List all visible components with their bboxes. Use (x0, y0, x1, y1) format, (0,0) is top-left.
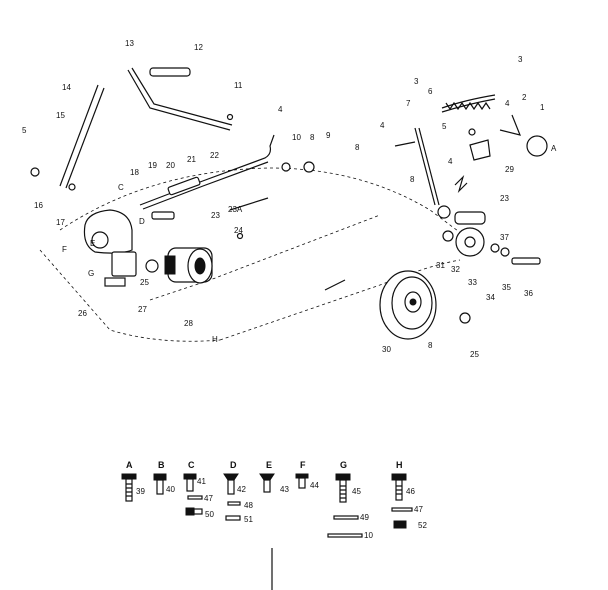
callout-27: 27 (138, 305, 147, 314)
callout-9: 9 (326, 131, 331, 140)
callout-24: 24 (234, 226, 243, 235)
callout-5: 5 (22, 126, 27, 135)
hardware-letter-h: H (396, 460, 403, 470)
callout-3b: 3 (414, 77, 419, 86)
callout-4b: 4 (380, 121, 385, 130)
bolt-g (327, 473, 363, 538)
callout-2: 2 (522, 93, 527, 102)
callout-23a: 23A (228, 205, 243, 214)
right-linkage-assembly (414, 94, 548, 265)
callout-A: A (551, 144, 557, 153)
callout-14: 14 (62, 83, 71, 92)
callout-34: 34 (486, 293, 495, 302)
callout-21: 21 (187, 155, 196, 164)
bolt-c (183, 473, 203, 516)
callout-G: G (88, 269, 94, 278)
bolt-b (153, 473, 167, 495)
hw-num-46: 46 (406, 487, 415, 496)
callout-8b: 8 (355, 143, 360, 152)
hw-num-42: 42 (237, 485, 246, 494)
hw-num-43: 43 (280, 485, 289, 494)
hw-num-47b: 47 (414, 505, 423, 514)
callout-H: H (212, 335, 218, 344)
callout-15: 15 (56, 111, 65, 120)
hw-num-44: 44 (310, 481, 319, 490)
callout-D: D (139, 217, 145, 226)
hw-num-41: 41 (197, 477, 206, 486)
callout-35: 35 (502, 283, 511, 292)
bolt-e (259, 473, 275, 493)
hardware-letter-c: C (188, 460, 195, 470)
hw-num-45: 45 (352, 487, 361, 496)
callout-37: 37 (500, 233, 509, 242)
callout-23b: 23 (500, 194, 509, 203)
callout-F: F (62, 245, 67, 254)
callout-36: 36 (524, 289, 533, 298)
callout-29: 29 (505, 165, 514, 174)
callout-16: 16 (34, 201, 43, 210)
bolt-a (121, 473, 137, 502)
hw-num-50: 50 (205, 510, 214, 519)
hw-num-48: 48 (244, 501, 253, 510)
callout-33: 33 (468, 278, 477, 287)
callout-3: 3 (518, 55, 523, 64)
callout-11: 11 (234, 81, 243, 90)
hardware-legend: A B C D E F G H (121, 460, 427, 540)
callout-1: 1 (540, 103, 545, 112)
callout-26: 26 (78, 309, 87, 318)
callout-19: 19 (148, 161, 157, 170)
hw-num-51: 51 (244, 515, 253, 524)
hardware-letter-f: F (300, 460, 306, 470)
drive-motor (164, 247, 213, 284)
callout-4: 4 (278, 105, 283, 114)
callout-labels: 1 2 3 3 4 4 4 4 5 5 6 7 8 8 8 8 9 10 11 … (22, 39, 557, 359)
hw-num-49: 49 (360, 513, 369, 522)
callout-25: 25 (140, 278, 149, 287)
callout-5b: 5 (442, 122, 447, 131)
small-fasteners (226, 113, 416, 291)
callout-6: 6 (428, 87, 433, 96)
hw-num-47: 47 (204, 494, 213, 503)
hardware-letter-b: B (158, 460, 165, 470)
callout-32: 32 (451, 265, 460, 274)
bolt-f (295, 473, 309, 489)
callout-7: 7 (406, 99, 411, 108)
callout-4d: 4 (505, 99, 510, 108)
callout-10: 10 (292, 133, 301, 142)
left-bracket-assembly (83, 209, 159, 287)
callout-4c: 4 (448, 157, 453, 166)
hw-num-39: 39 (136, 487, 145, 496)
callout-E: E (90, 239, 95, 248)
rear-wheel (379, 270, 471, 340)
hw-num-40: 40 (166, 485, 175, 494)
callout-12: 12 (194, 43, 203, 52)
callout-30: 30 (382, 345, 391, 354)
callout-8c: 8 (410, 175, 415, 184)
callout-22: 22 (210, 151, 219, 160)
hw-num-10: 10 (364, 531, 373, 540)
callout-17: 17 (56, 218, 65, 227)
hw-num-52: 52 (418, 521, 427, 530)
callout-31: 31 (436, 261, 445, 270)
hardware-letter-e: E (266, 460, 272, 470)
callout-13: 13 (125, 39, 134, 48)
callout-25b: 25 (470, 350, 479, 359)
callout-23: 23 (211, 211, 220, 220)
bolt-d (223, 473, 241, 521)
hardware-letter-a: A (126, 460, 133, 470)
callout-C: C (118, 183, 124, 192)
bolt-h (391, 473, 413, 529)
callout-8: 8 (310, 133, 315, 142)
hardware-letter-d: D (230, 460, 237, 470)
callout-28: 28 (184, 319, 193, 328)
callout-8d: 8 (428, 341, 433, 350)
mower-deck-outline (39, 167, 471, 342)
handle-bar-assembly (30, 67, 233, 191)
callout-20: 20 (166, 161, 175, 170)
callout-18: 18 (130, 168, 139, 177)
hardware-letter-g: G (340, 460, 347, 470)
control-rod (139, 134, 275, 220)
